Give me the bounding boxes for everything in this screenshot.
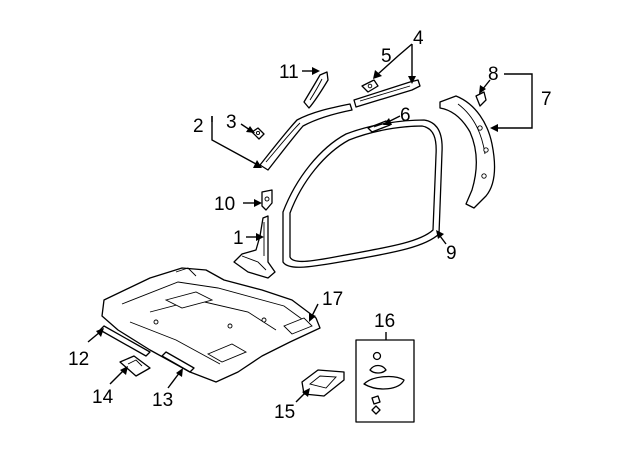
part-5-bracket [361, 79, 379, 93]
callout-14: 14 [92, 387, 114, 408]
part-1-lower-pillar [233, 215, 276, 279]
callout-1: 1 [233, 228, 244, 249]
callout-7: 7 [541, 89, 552, 110]
callout-11: 11 [279, 62, 299, 83]
callout-3: 3 [226, 112, 237, 133]
callout-5: 5 [381, 46, 392, 67]
callout-4: 4 [413, 28, 424, 49]
callout-2: 2 [193, 116, 204, 137]
part-4-roof-rail-trim [353, 79, 421, 108]
callout-12: 12 [68, 349, 89, 370]
callout-17: 17 [322, 289, 343, 310]
callout-labels: 1 2 3 4 5 6 7 8 9 10 11 12 13 14 15 16 1… [68, 28, 552, 423]
part-7-rear-pillar [439, 95, 496, 209]
part-13-strip [161, 351, 195, 373]
part-11-trim [303, 71, 329, 109]
callout-9: 9 [446, 243, 457, 264]
part-12-strip [99, 325, 151, 357]
part-17-headliner [101, 267, 321, 383]
callout-8: 8 [488, 64, 499, 85]
part-8-clip [475, 91, 487, 107]
part-14-cap [119, 355, 151, 377]
part-10-bracket [261, 189, 273, 211]
leader-lines [87, 43, 533, 403]
callout-6: 6 [400, 105, 411, 126]
callout-13: 13 [152, 390, 173, 411]
callout-15: 15 [274, 402, 295, 423]
callout-10: 10 [214, 194, 235, 215]
part-9-door-weatherstrip [282, 119, 443, 268]
part-2-pillar-garnish [259, 103, 353, 171]
part-3-clip [251, 127, 265, 140]
part-16-lamp-kit [355, 339, 415, 423]
callout-16: 16 [374, 311, 395, 332]
